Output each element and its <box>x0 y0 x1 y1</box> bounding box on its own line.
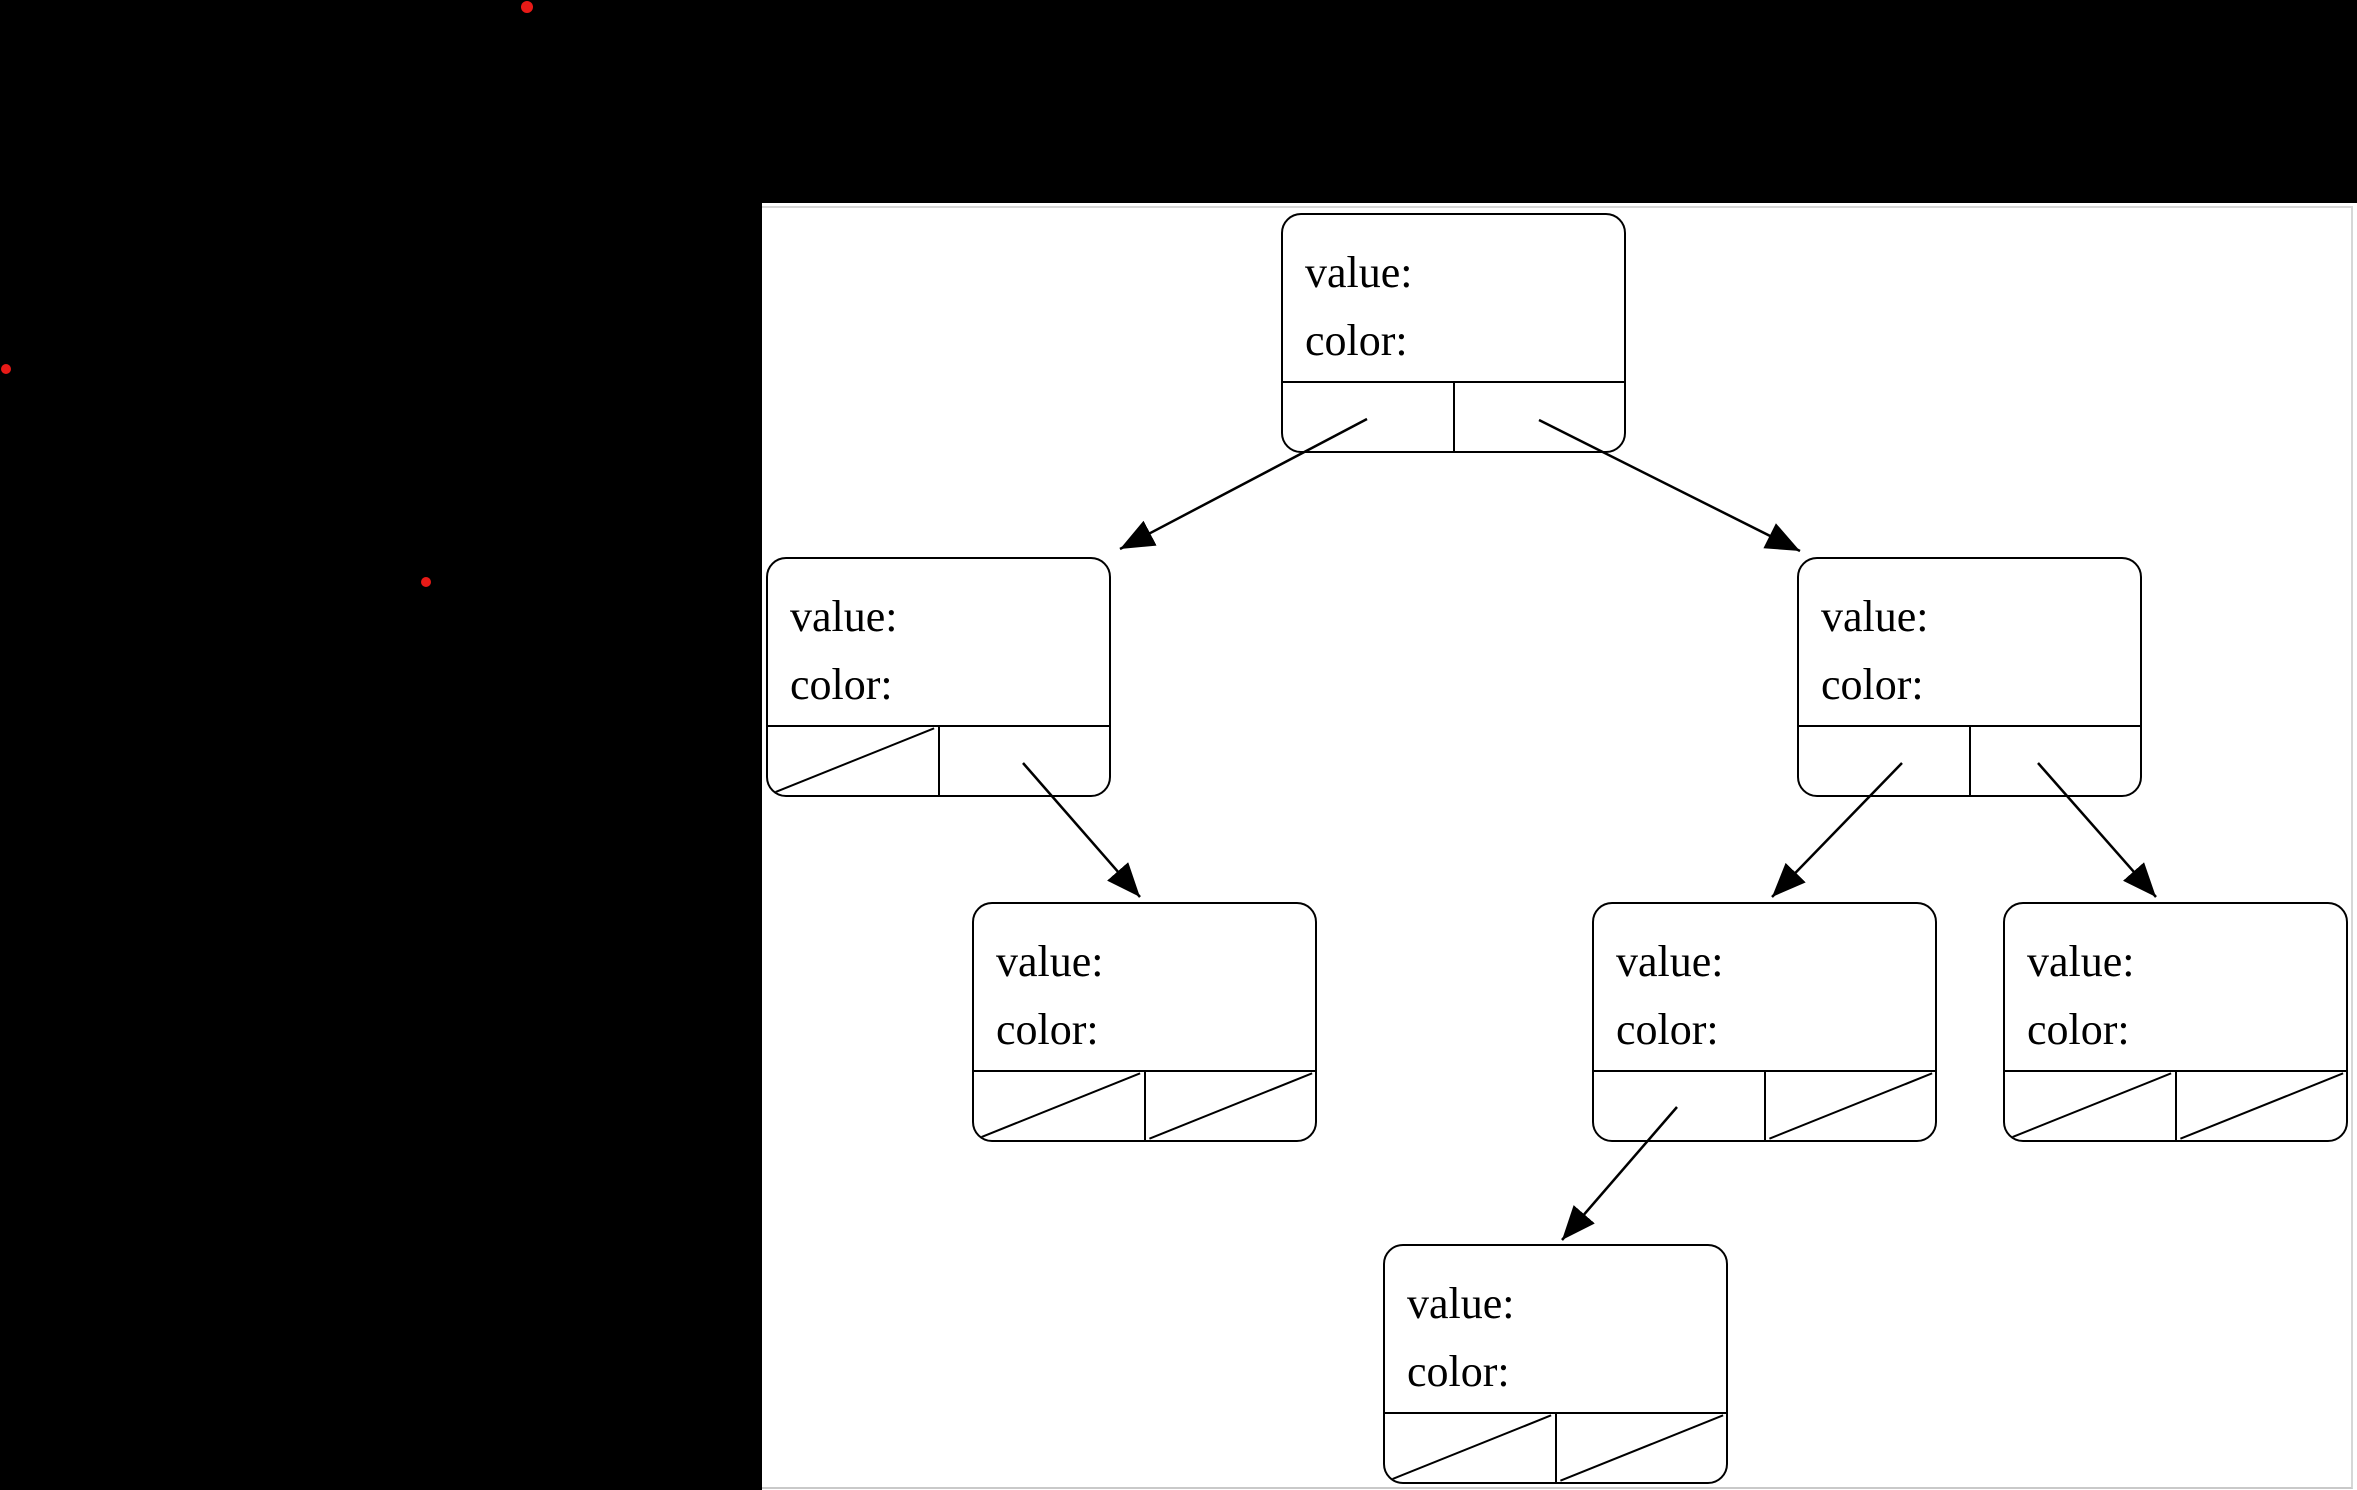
null-pointer-marker <box>1557 1414 1727 1482</box>
tree-node-right-left-left-greatgrandchild: value: color: <box>1383 1244 1728 1484</box>
right-pointer-cell <box>1554 1414 1727 1482</box>
tree-node-right-right-grandchild: value: color: <box>2003 902 2348 1142</box>
red-dot-left-edge <box>1 364 11 374</box>
null-pointer-marker <box>974 1072 1144 1140</box>
null-pointer-marker <box>2005 1072 2175 1140</box>
null-pointer-marker <box>768 727 938 795</box>
tree-node-left-right-grandchild: value: color: <box>972 902 1317 1142</box>
node-fields: value: color: <box>996 904 1307 1064</box>
left-pointer-cell <box>1594 1072 1764 1140</box>
color-field-label: color: <box>996 1005 1099 1054</box>
node-fields: value: color: <box>790 559 1101 719</box>
value-field-label: value: <box>1407 1279 1515 1328</box>
value-field-label: value: <box>1305 248 1413 297</box>
left-pointer-cell <box>1283 383 1453 451</box>
value-field-label: value: <box>790 592 898 641</box>
color-field-label: color: <box>2027 1005 2130 1054</box>
red-dot-middle <box>421 577 431 587</box>
right-pointer-cell <box>2174 1072 2347 1140</box>
pointer-row <box>1799 725 2140 795</box>
right-pointer-cell <box>1968 727 2141 795</box>
color-field-label: color: <box>790 660 893 709</box>
null-pointer-marker <box>1766 1072 1936 1140</box>
value-field-label: value: <box>1821 592 1929 641</box>
node-fields: value: color: <box>1616 904 1927 1064</box>
color-field-label: color: <box>1407 1347 1510 1396</box>
tree-node-right-left-grandchild: value: color: <box>1592 902 1937 1142</box>
left-pointer-cell <box>768 727 938 795</box>
tree-node-right-child: value: color: <box>1797 557 2142 797</box>
left-pointer-cell <box>974 1072 1144 1140</box>
pointer-row <box>1594 1070 1935 1140</box>
null-pointer-marker <box>1146 1072 1316 1140</box>
node-fields: value: color: <box>1407 1246 1718 1406</box>
right-pointer-cell <box>1143 1072 1316 1140</box>
left-pointer-cell <box>1385 1414 1555 1482</box>
color-field-label: color: <box>1305 316 1408 365</box>
red-dot-top <box>521 1 533 13</box>
right-pointer-cell <box>1763 1072 1936 1140</box>
tree-node-root: value: color: <box>1281 213 1626 453</box>
node-fields: value: color: <box>1305 215 1616 375</box>
pointer-row <box>1385 1412 1726 1482</box>
value-field-label: value: <box>996 937 1104 986</box>
value-field-label: value: <box>2027 937 2135 986</box>
color-field-label: color: <box>1616 1005 1719 1054</box>
pointer-row <box>2005 1070 2346 1140</box>
value-field-label: value: <box>1616 937 1724 986</box>
pointer-row <box>974 1070 1315 1140</box>
node-fields: value: color: <box>1821 559 2132 719</box>
left-pointer-cell <box>2005 1072 2175 1140</box>
left-pointer-cell <box>1799 727 1969 795</box>
pointer-row <box>1283 381 1624 451</box>
null-pointer-marker <box>2177 1072 2347 1140</box>
null-pointer-marker <box>1385 1414 1555 1482</box>
tree-node-left-child: value: color: <box>766 557 1111 797</box>
pointer-row <box>768 725 1109 795</box>
right-pointer-cell <box>937 727 1110 795</box>
color-field-label: color: <box>1821 660 1924 709</box>
right-pointer-cell <box>1452 383 1625 451</box>
node-fields: value: color: <box>2027 904 2338 1064</box>
